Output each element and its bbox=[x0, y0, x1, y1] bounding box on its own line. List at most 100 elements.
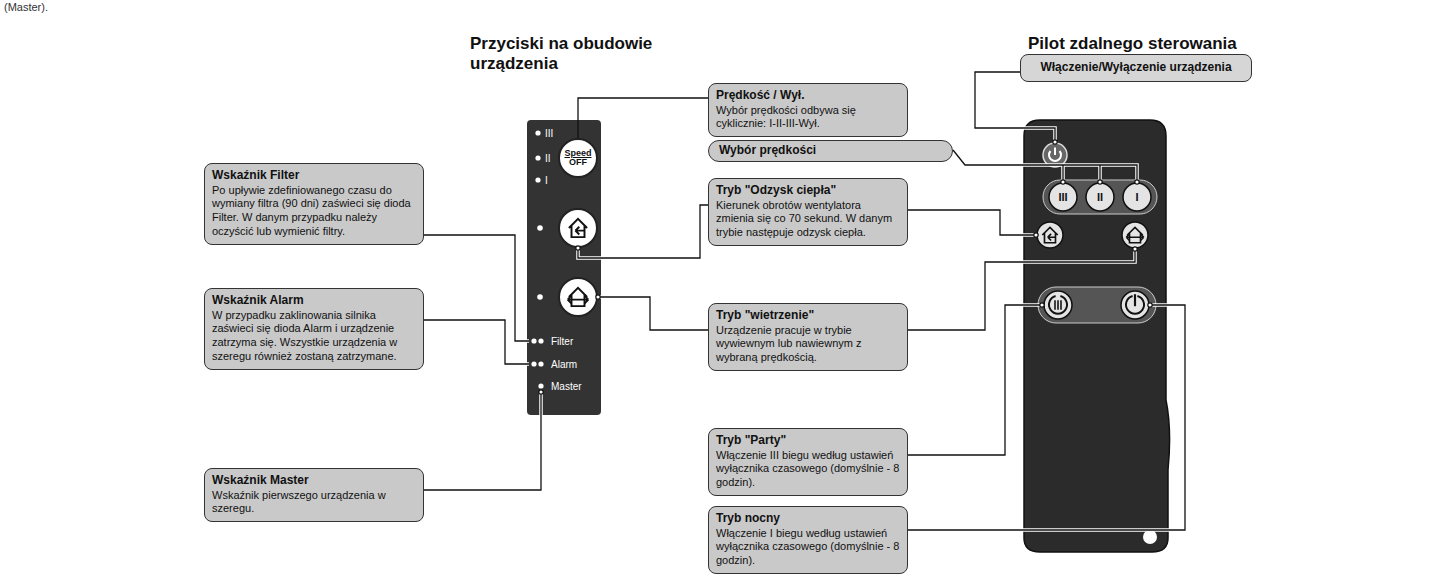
recovery-icon bbox=[569, 219, 587, 237]
illustration-part bbox=[535, 130, 540, 135]
illustration-part bbox=[422, 235, 529, 341]
callout-box: Wskaźnik AlarmW przypadku zaklinowania s… bbox=[204, 288, 424, 370]
callout-text: Włączenie/Wyłączenie urządzenia bbox=[1029, 60, 1243, 76]
vent-button bbox=[559, 278, 597, 316]
illustration-part bbox=[537, 294, 543, 300]
illustration-part bbox=[598, 297, 708, 330]
indicator-label: Master bbox=[551, 381, 582, 392]
illustration-part bbox=[598, 297, 708, 330]
illustration-part bbox=[953, 150, 1137, 182]
vent-icon bbox=[1126, 227, 1144, 242]
illustration-part bbox=[537, 225, 543, 231]
leader-line bbox=[578, 98, 708, 138]
callout-heading: Wskaźnik Filter bbox=[212, 168, 416, 184]
illustration-part bbox=[975, 72, 1055, 142]
callout-body: Urządzenie pracuje w trybie wywiewnym lu… bbox=[716, 324, 900, 365]
illustration-part bbox=[422, 320, 529, 364]
illustration-part bbox=[1133, 247, 1137, 251]
remote-body bbox=[1024, 120, 1170, 552]
recovery-button bbox=[1037, 222, 1063, 248]
illustration-part bbox=[975, 72, 1055, 142]
remote-control bbox=[1024, 120, 1170, 552]
illustration-part bbox=[1135, 180, 1139, 184]
button-label: III bbox=[1058, 191, 1067, 203]
callout-body: Wskaźnik pierwszego urządzenia w szeregu… bbox=[212, 489, 416, 517]
button-circle: SpeedOFF bbox=[558, 138, 598, 178]
illustration-part bbox=[1053, 140, 1057, 144]
indicator-label: Alarm bbox=[551, 359, 577, 370]
callout-box: Tryb "Odzysk ciepła"Kierunek obrotów wen… bbox=[708, 178, 908, 246]
callout-box: Wskaźnik FilterPo upływie zdefiniowanego… bbox=[204, 163, 424, 245]
callout-body: Wybór prędkości odbywa się cyklicznie: I… bbox=[716, 104, 900, 132]
callout-box: Tryb "Party"Włączenie III biegu według u… bbox=[708, 428, 908, 496]
led bbox=[531, 130, 543, 388]
speed-level: II bbox=[545, 153, 551, 164]
indicator-label: Filter bbox=[551, 336, 573, 347]
illustration-part bbox=[596, 295, 600, 299]
illustration-part bbox=[531, 338, 536, 343]
illustration-part bbox=[422, 320, 529, 364]
illustration-part bbox=[538, 361, 543, 366]
night-icon bbox=[1126, 294, 1144, 313]
illustration-part bbox=[908, 249, 1135, 330]
vent-button bbox=[1122, 222, 1148, 248]
section-title: Przyciski na obudowie urządzenia bbox=[470, 34, 690, 75]
speed-button bbox=[1049, 183, 1151, 211]
leader-line bbox=[422, 72, 1185, 530]
party-icon bbox=[1049, 296, 1067, 314]
callout-pill: Wybór prędkości bbox=[708, 140, 953, 162]
remote-hole bbox=[1143, 530, 1157, 544]
button-label: I bbox=[1135, 191, 1138, 203]
callout-box: Prędkość / Wył.Wybór prędkości odbywa si… bbox=[708, 83, 908, 137]
callout-body: Włączenie III biegu według ustawień wyłą… bbox=[716, 449, 900, 490]
speed-button-group bbox=[1043, 180, 1157, 214]
callout-heading: Tryb "Party" bbox=[716, 433, 900, 449]
illustration-part bbox=[538, 383, 543, 388]
power-icon bbox=[1049, 148, 1061, 161]
callout-heading: Wskaźnik Alarm bbox=[212, 293, 416, 309]
illustration-part bbox=[908, 249, 1135, 330]
illustration-part bbox=[908, 210, 1036, 235]
illustration-part bbox=[576, 246, 580, 250]
illustration-part bbox=[1049, 183, 1077, 211]
leader-halo bbox=[422, 72, 1185, 530]
callout-box: Włączenie/Wyłączenie urządzenia bbox=[1020, 54, 1252, 82]
callout-body: W przypadku zaklinowania silnika zaświec… bbox=[212, 309, 416, 364]
callout-heading: Wskaźnik Master bbox=[212, 473, 416, 489]
callout-box: Tryb "wietrzenie"Urządzenie pracuje w tr… bbox=[708, 303, 908, 371]
recovery-icon bbox=[1042, 227, 1057, 242]
vent-icon bbox=[568, 288, 589, 306]
illustration-part bbox=[1098, 180, 1102, 184]
illustration-part bbox=[531, 361, 536, 366]
callout-heading: Tryb "Odzysk ciepła" bbox=[716, 183, 900, 199]
illustration-part bbox=[1123, 183, 1151, 211]
button-label: II bbox=[1097, 191, 1103, 203]
callout-text: Wybór prędkości bbox=[719, 143, 942, 159]
section-title: Pilot zdalnego sterowania bbox=[1028, 34, 1237, 54]
illustration-part bbox=[953, 150, 1137, 182]
callout-heading: Tryb nocny bbox=[716, 511, 900, 527]
illustration-part bbox=[908, 305, 1042, 455]
illustration-part bbox=[1040, 303, 1044, 307]
device-panel bbox=[527, 120, 601, 415]
illustration-part bbox=[908, 305, 1185, 530]
illustration-part bbox=[1086, 183, 1114, 211]
illustration-part bbox=[535, 155, 540, 160]
callout-body: OFF bbox=[569, 158, 587, 167]
callout-box: Tryb nocnyWłączenie I biegu według ustaw… bbox=[708, 506, 908, 574]
night-button bbox=[1121, 291, 1149, 319]
illustration-part bbox=[908, 305, 1042, 455]
speed-level: III bbox=[545, 128, 553, 139]
illustration-part bbox=[1061, 180, 1065, 184]
note-text: (Master). bbox=[4, 1, 48, 13]
callout-body: Po upływie zdefiniowanego czasu do wymia… bbox=[212, 184, 416, 239]
illustration-part bbox=[578, 205, 708, 258]
callout-heading: Prędkość / Wył. bbox=[716, 88, 900, 104]
illustration-part bbox=[422, 392, 541, 490]
illustration-part bbox=[908, 210, 1036, 235]
callout-box: Wskaźnik MasterWskaźnik pierwszego urząd… bbox=[204, 468, 424, 522]
illustration-part bbox=[422, 235, 529, 341]
illustration-part bbox=[539, 390, 543, 394]
party-button bbox=[1044, 291, 1072, 319]
